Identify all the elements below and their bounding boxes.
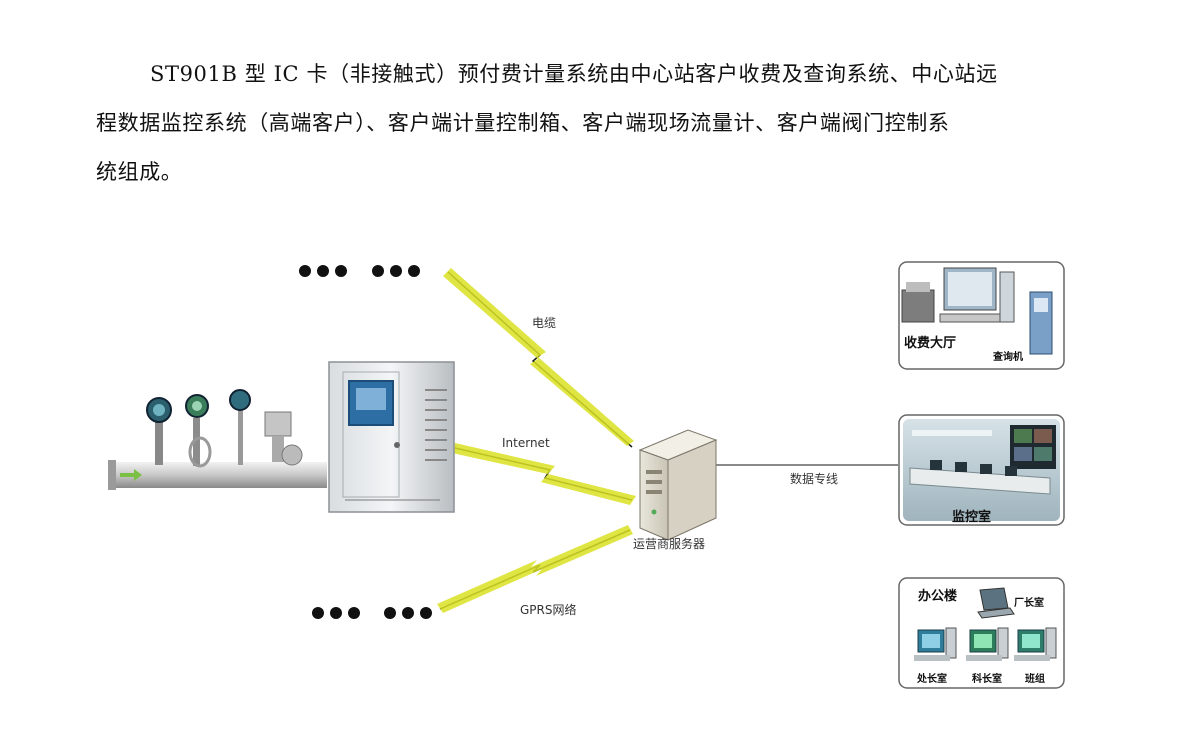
team-label: 班组: [1025, 672, 1045, 685]
paragraph-line-3: 统组成。: [96, 160, 183, 184]
billing-hall-title: 收费大厅: [904, 335, 956, 351]
control-cabinet-icon: [328, 361, 455, 513]
monitoring-room-title: 监控室: [952, 509, 991, 525]
ellipsis-bottom-icon: [312, 607, 432, 619]
director-office-label: 厂长室: [1014, 596, 1044, 609]
monitoring-room-panel: [898, 414, 1065, 526]
paragraph-line-1: ST901B 型 IC 卡（非接触式）预付费计量系统由中心站客户收费及查询系统、…: [150, 62, 998, 86]
cable-label: 电缆: [532, 316, 556, 330]
section-office-label: 处长室: [916, 672, 947, 685]
gprs-link-icon: [437, 525, 633, 613]
operator-server-icon: [638, 429, 718, 541]
internet-label: Internet: [502, 436, 550, 450]
department-office-label: 科长室: [972, 672, 1002, 685]
server-label: 运营商服务器: [633, 536, 705, 551]
internet-link-icon: [452, 443, 636, 505]
office-building-panel: [898, 577, 1065, 689]
field-flowmeter-icon: [108, 389, 327, 490]
billing-hall-panel: [898, 261, 1065, 370]
office-building-title: 办公楼: [918, 588, 957, 604]
cable-link-icon: [443, 268, 634, 448]
intro-paragraph: ST901B 型 IC 卡（非接触式）预付费计量系统由中心站客户收费及查询系统、…: [96, 50, 1086, 197]
gprs-label: GPRS网络: [520, 602, 577, 617]
paragraph-line-2: 程数据监控系统（高端客户）、客户端计量控制箱、客户端现场流量计、客户端阀门控制系: [96, 111, 950, 135]
kiosk-label: 查询机: [992, 350, 1023, 363]
dedicated-line-label: 数据专线: [790, 471, 838, 486]
ellipsis-top-icon: [299, 265, 420, 277]
